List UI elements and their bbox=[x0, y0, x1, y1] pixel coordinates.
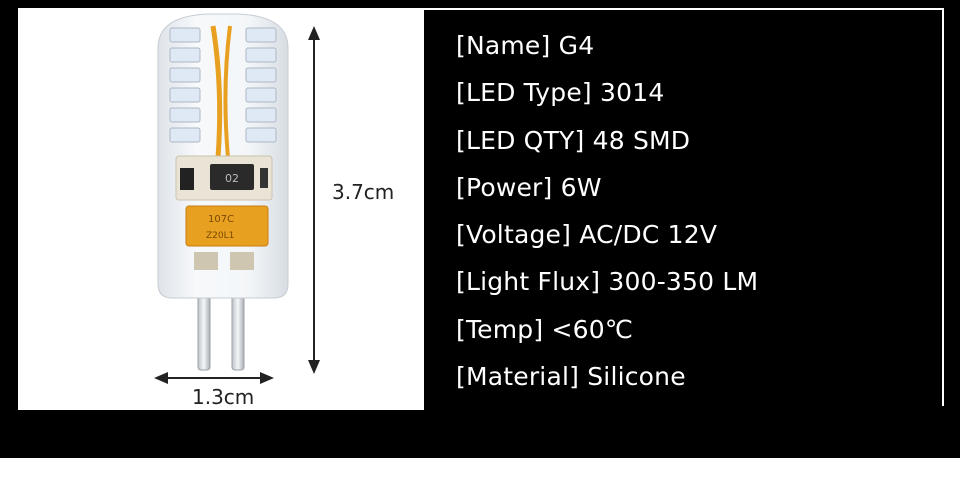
spec-row-power: [Power] 6W bbox=[456, 164, 758, 211]
bridge-chip bbox=[210, 164, 254, 190]
spec-value: Silicone bbox=[587, 362, 686, 392]
spec-label: [Material] bbox=[456, 362, 580, 392]
capacitor bbox=[185, 205, 269, 247]
spec-value: G4 bbox=[558, 31, 595, 60]
spec-panel: [Name] G4 [LED Type] 3014 [LED QTY] 48 S… bbox=[424, 8, 944, 406]
center-wire bbox=[210, 25, 223, 159]
arrow-up-icon bbox=[308, 26, 320, 40]
spec-row-material: [Material] Silicone bbox=[456, 353, 758, 400]
spec-value: 3014 bbox=[600, 78, 665, 108]
led-chips-left bbox=[169, 27, 201, 143]
arrow-right-icon bbox=[260, 372, 274, 384]
spec-row-voltage: [Voltage] AC/DC 12V bbox=[456, 211, 758, 258]
spec-value: 48 SMD bbox=[592, 125, 691, 155]
diode bbox=[180, 168, 194, 190]
spec-row-temp: [Temp] <60℃ bbox=[456, 306, 758, 353]
spec-label: [Power] bbox=[456, 172, 553, 202]
spec-label: [Temp] bbox=[456, 314, 544, 344]
spec-row-name: [Name] G4 bbox=[456, 22, 758, 69]
capacitor-marking: 107C bbox=[208, 214, 234, 225]
chip-marking: 02 bbox=[225, 172, 239, 185]
spec-label: [Light Flux] bbox=[456, 267, 601, 297]
width-label: 1.3cm bbox=[192, 385, 255, 409]
spec-label: [LED QTY] bbox=[456, 125, 585, 155]
spec-row-light-flux: [Light Flux] 300-350 LM bbox=[456, 258, 758, 305]
spec-label: [LED Type] bbox=[456, 78, 592, 108]
spec-label: [Voltage] bbox=[456, 220, 572, 250]
spec-list: [Name] G4 [LED Type] 3014 [LED QTY] 48 S… bbox=[456, 22, 758, 400]
spec-row-led-qty: [LED QTY] 48 SMD bbox=[456, 117, 758, 164]
spec-value: 300-350 LM bbox=[608, 267, 759, 297]
g4-bulb-illustration: 02 107C Z20L1 bbox=[154, 13, 320, 384]
capacitor-code: Z20L1 bbox=[206, 231, 234, 241]
arrow-down-icon bbox=[308, 360, 320, 374]
spec-value: 6W bbox=[560, 172, 602, 202]
spec-value: AC/DC 12V bbox=[579, 220, 718, 250]
product-photo-panel: 02 107C Z20L1 3.7cm 1.3cm bbox=[18, 8, 424, 410]
height-label: 3.7cm bbox=[332, 180, 395, 204]
arrow-left-icon bbox=[154, 372, 168, 384]
spec-value: <60℃ bbox=[551, 314, 634, 344]
spec-row-led-type: [LED Type] 3014 bbox=[456, 69, 758, 116]
led-chips-right bbox=[245, 27, 277, 143]
spec-label: [Name] bbox=[456, 31, 551, 60]
